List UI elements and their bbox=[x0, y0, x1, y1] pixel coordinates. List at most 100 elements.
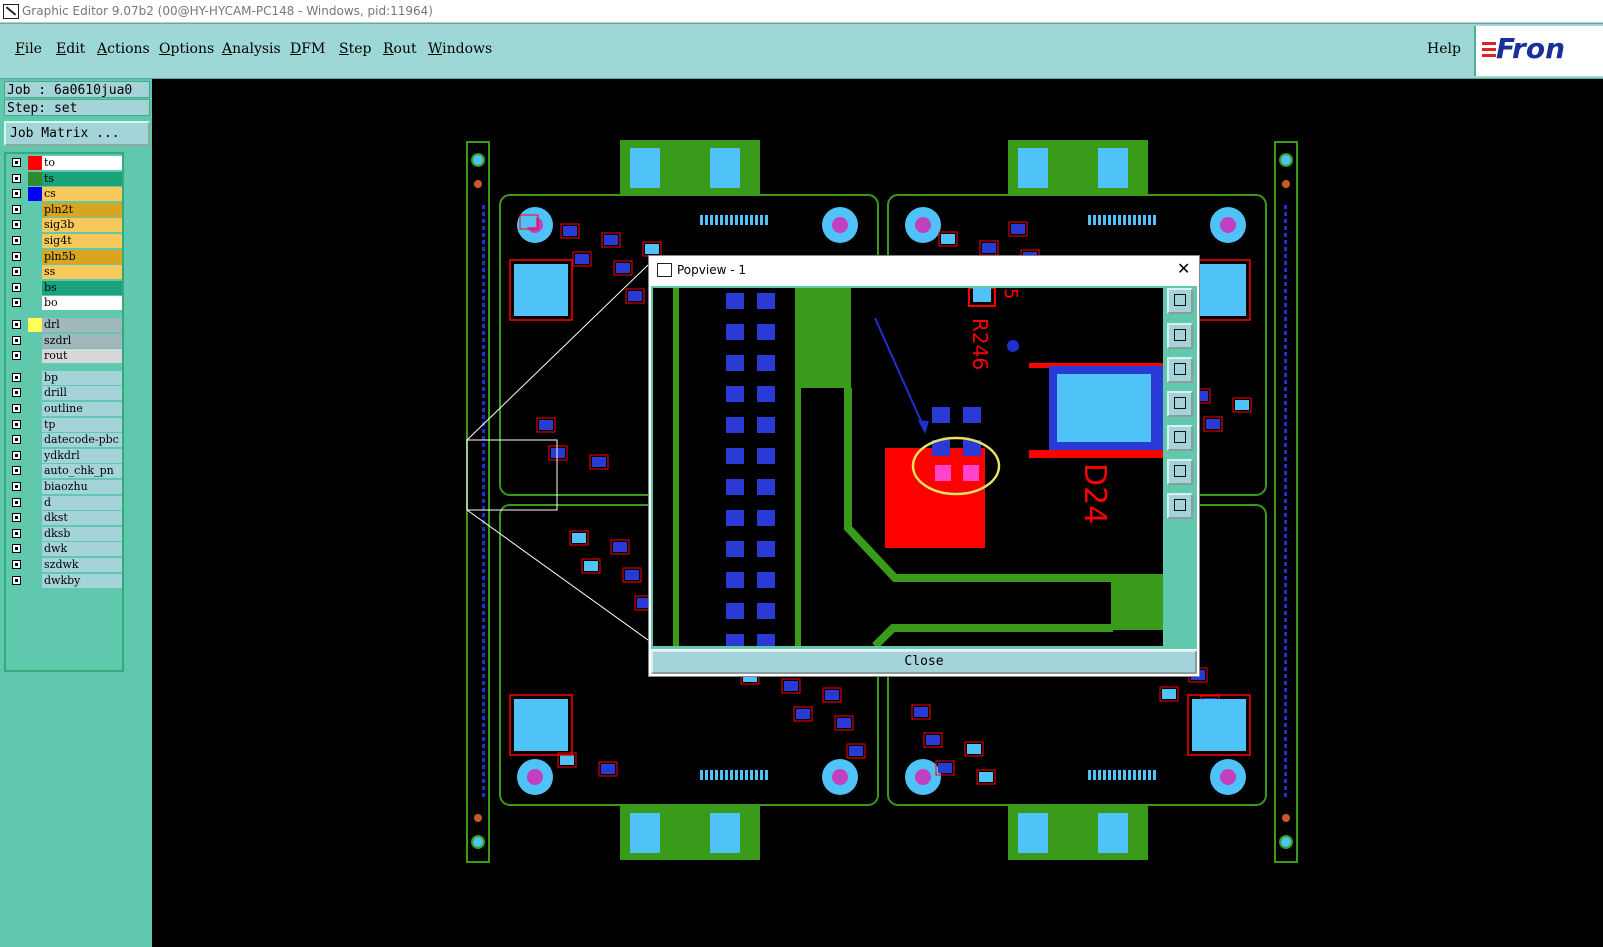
graphic-canvas[interactable] bbox=[152, 79, 1603, 947]
layer-checkbox[interactable] bbox=[12, 351, 21, 361]
layer-name[interactable]: biaozhu bbox=[42, 480, 122, 494]
layer-name[interactable]: szdwk bbox=[42, 558, 122, 572]
layer-name[interactable]: ss bbox=[42, 265, 122, 280]
layer-name[interactable]: dwk bbox=[42, 542, 122, 557]
layer-name[interactable]: tp bbox=[42, 417, 122, 432]
layer-checkbox[interactable] bbox=[12, 560, 21, 569]
layer-checkbox[interactable] bbox=[12, 189, 21, 199]
layer-row-sig4t[interactable]: sig4t bbox=[8, 234, 122, 248]
layer-row-drill[interactable]: drill bbox=[8, 386, 122, 401]
job-matrix-button[interactable]: Job Matrix ... bbox=[4, 121, 150, 146]
layer-checkbox[interactable] bbox=[12, 544, 21, 554]
layer-row-bp[interactable]: bp bbox=[8, 370, 122, 385]
layer-checkbox[interactable] bbox=[12, 298, 21, 308]
layer-name[interactable]: pln2t bbox=[42, 202, 122, 217]
layer-row-pln2t[interactable]: pln2t bbox=[8, 202, 122, 217]
layer-row-szdrl[interactable]: szdrl bbox=[8, 333, 122, 348]
layer-checkbox[interactable] bbox=[12, 497, 21, 507]
layer-checkbox[interactable] bbox=[12, 466, 21, 476]
menu-windows[interactable]: Windows bbox=[428, 41, 493, 57]
layer-row-szdwk[interactable]: szdwk bbox=[8, 558, 122, 572]
layer-row-drl[interactable]: drl bbox=[8, 318, 122, 332]
layer-checkbox[interactable] bbox=[12, 528, 21, 538]
layer-row-ts[interactable]: ts bbox=[8, 171, 122, 186]
layer-name[interactable]: pln5b bbox=[42, 249, 122, 264]
layer-checkbox[interactable] bbox=[12, 282, 21, 292]
pan-down-icon[interactable] bbox=[1167, 357, 1193, 383]
popview-zoomed-view[interactable]: R246 D24 5 bbox=[653, 288, 1163, 646]
layer-checkbox[interactable] bbox=[12, 267, 21, 277]
layer-row-rout[interactable]: rout bbox=[8, 349, 122, 364]
layer-checkbox[interactable] bbox=[12, 419, 21, 429]
menu-rout[interactable]: Rout bbox=[383, 41, 417, 57]
layer-name[interactable]: cs bbox=[42, 187, 122, 202]
center-icon[interactable] bbox=[1167, 493, 1193, 519]
menu-edit[interactable]: Edit bbox=[56, 41, 86, 57]
layer-row-bs[interactable]: bs bbox=[8, 280, 122, 295]
layer-name[interactable]: dksb bbox=[42, 526, 122, 541]
pan-left-icon[interactable] bbox=[1167, 391, 1193, 417]
layer-name[interactable]: datecode-pbc bbox=[42, 433, 122, 448]
layer-checkbox[interactable] bbox=[12, 320, 21, 329]
layer-name[interactable]: bp bbox=[42, 370, 122, 385]
layer-name[interactable]: sig3b bbox=[42, 218, 122, 233]
layer-name[interactable]: bs bbox=[42, 280, 122, 295]
pan-up-icon[interactable] bbox=[1167, 323, 1193, 349]
layer-name[interactable]: drl bbox=[42, 318, 122, 332]
layer-name[interactable]: dkst bbox=[42, 511, 122, 526]
menu-actions[interactable]: Actions bbox=[97, 41, 150, 57]
layer-row-ydkdrl[interactable]: ydkdrl bbox=[8, 448, 122, 463]
layer-checkbox[interactable] bbox=[12, 251, 21, 261]
layer-name[interactable]: dwkby bbox=[42, 573, 122, 588]
layer-checkbox[interactable] bbox=[12, 335, 21, 345]
layer-row-auto-chk-pn[interactable]: auto_chk_pn bbox=[8, 464, 122, 479]
menu-help[interactable]: Help bbox=[1427, 41, 1461, 57]
zoom-fit-icon[interactable] bbox=[1167, 459, 1193, 485]
layer-row-outline[interactable]: outline bbox=[8, 402, 122, 416]
layer-row-dwk[interactable]: dwk bbox=[8, 542, 122, 557]
layer-name[interactable]: drill bbox=[42, 386, 122, 401]
layer-row-sig3b[interactable]: sig3b bbox=[8, 218, 122, 233]
layer-checkbox[interactable] bbox=[12, 388, 21, 398]
menu-dfm[interactable]: DFM bbox=[290, 41, 326, 57]
layer-checkbox[interactable] bbox=[12, 404, 21, 413]
layer-name[interactable]: rout bbox=[42, 349, 122, 364]
layer-name[interactable]: bo bbox=[42, 296, 122, 311]
pan-right-icon[interactable] bbox=[1167, 425, 1193, 451]
layer-checkbox[interactable] bbox=[12, 173, 21, 183]
layer-row-d[interactable]: d bbox=[8, 495, 122, 510]
layer-row-ss[interactable]: ss bbox=[8, 265, 122, 280]
layer-checkbox[interactable] bbox=[12, 372, 21, 382]
layer-checkbox[interactable] bbox=[12, 236, 21, 245]
layer-name[interactable]: szdrl bbox=[42, 333, 122, 348]
layer-row-tp[interactable]: tp bbox=[8, 417, 122, 432]
layer-row-biaozhu[interactable]: biaozhu bbox=[8, 480, 122, 494]
layer-checkbox[interactable] bbox=[12, 435, 21, 445]
layer-row-bo[interactable]: bo bbox=[8, 296, 122, 311]
layer-name[interactable]: auto_chk_pn bbox=[42, 464, 122, 479]
layer-name[interactable]: ydkdrl bbox=[42, 448, 122, 463]
layer-row-datecode-pbc[interactable]: datecode-pbc bbox=[8, 433, 122, 448]
layer-name[interactable]: ts bbox=[42, 171, 122, 186]
menu-file[interactable]: File bbox=[15, 41, 42, 57]
layer-name[interactable]: d bbox=[42, 495, 122, 510]
close-button[interactable]: Close bbox=[651, 650, 1197, 674]
layer-checkbox[interactable] bbox=[12, 450, 21, 460]
popview-canvas[interactable]: R246 D24 5 bbox=[653, 288, 1163, 646]
menu-step[interactable]: Step bbox=[339, 41, 372, 57]
menu-options[interactable]: Options bbox=[159, 41, 215, 57]
layer-name[interactable]: to bbox=[42, 156, 122, 170]
layer-checkbox[interactable] bbox=[12, 158, 21, 167]
layer-row-to[interactable]: to bbox=[8, 156, 122, 170]
close-icon[interactable]: ✕ bbox=[1177, 259, 1191, 278]
layer-name[interactable]: outline bbox=[42, 402, 122, 416]
layer-checkbox[interactable] bbox=[12, 482, 21, 491]
layer-checkbox[interactable] bbox=[12, 513, 21, 523]
layer-row-dksb[interactable]: dksb bbox=[8, 526, 122, 541]
layer-row-dkst[interactable]: dkst bbox=[8, 511, 122, 526]
menu-analysis[interactable]: Analysis bbox=[222, 41, 281, 57]
zoom-window-icon[interactable] bbox=[1167, 288, 1193, 314]
layer-checkbox[interactable] bbox=[12, 204, 21, 214]
layer-name[interactable]: sig4t bbox=[42, 234, 122, 248]
layer-checkbox[interactable] bbox=[12, 575, 21, 585]
